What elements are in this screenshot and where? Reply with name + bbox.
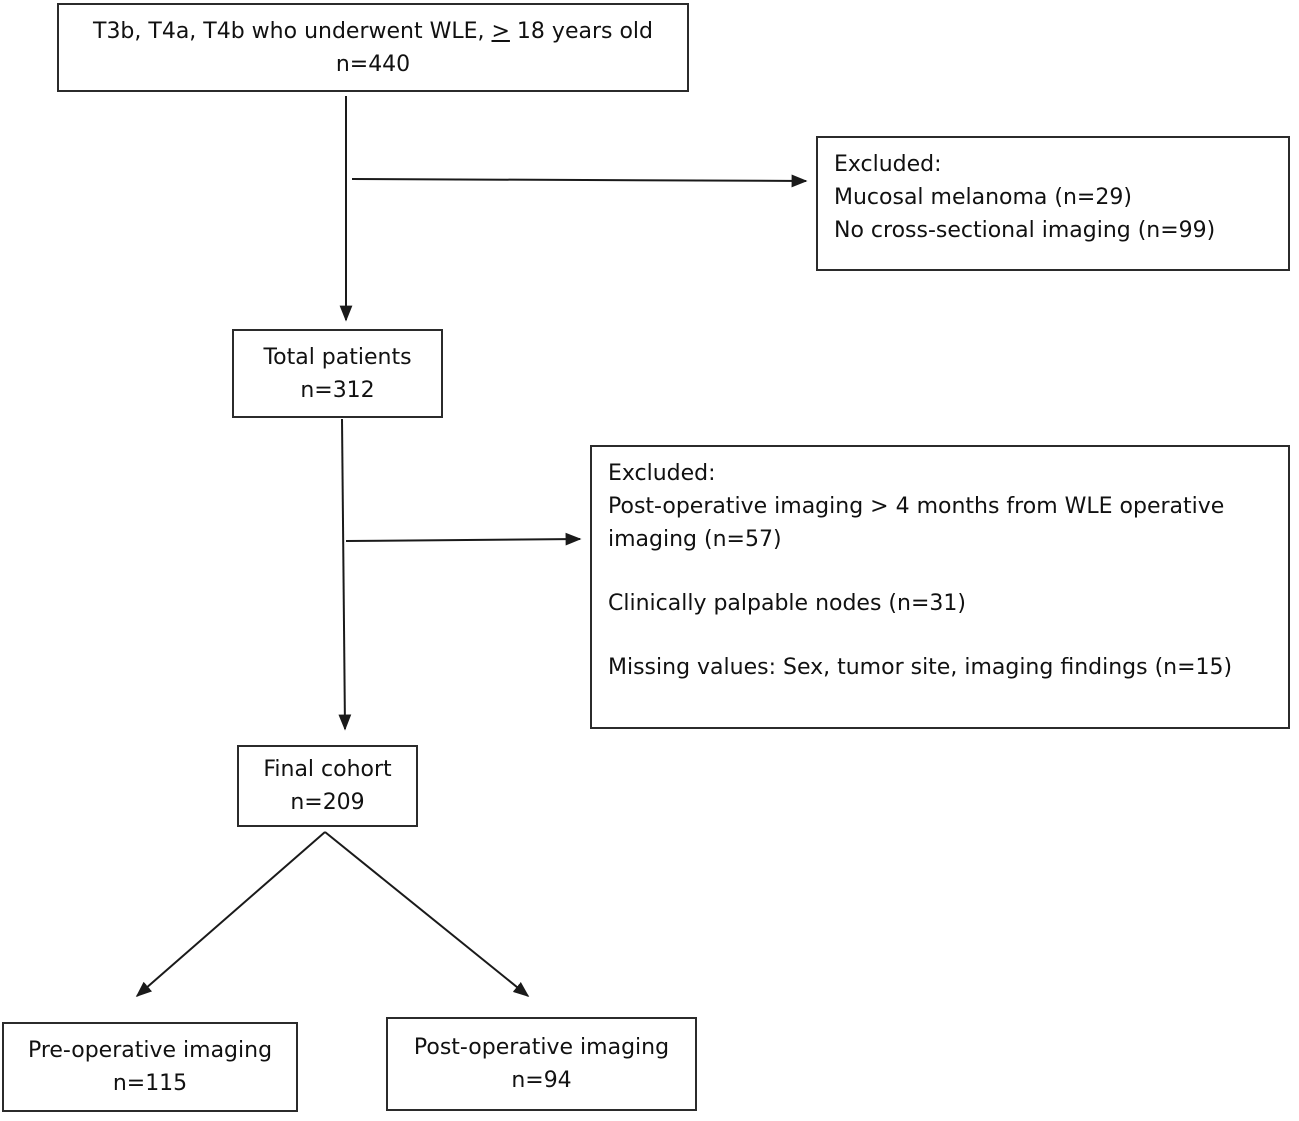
final-cohort-count: n=209	[290, 790, 365, 815]
arrow-total-to-final	[338, 418, 352, 731]
arrow-final-to-post	[324, 831, 530, 998]
total-patients-title: Total patients	[263, 344, 412, 370]
spacer	[608, 556, 1272, 587]
exclusion2-heading: Excluded:	[608, 461, 716, 486]
exclusion1-item-no-imaging: No cross-sectional imaging (n=99)	[834, 218, 1216, 243]
exclusion2-item-late-imaging-line1: Post-operative imaging > 4 months from W…	[608, 494, 1225, 519]
pre-operative-title: Pre-operative imaging	[27, 1038, 273, 1063]
total-patients-box: Total patients n=312	[232, 329, 443, 418]
pre-operative-box: Pre-operative imaging n=115	[2, 1022, 298, 1112]
post-operative-count: n=94	[511, 1068, 572, 1093]
post-operative-title: Post-operative imaging	[413, 1035, 670, 1060]
final-cohort-box: Final cohort n=209	[237, 745, 418, 827]
exclusion1-heading: Excluded:	[834, 152, 942, 177]
exclusion-box-2: Excluded: Post-operative imaging > 4 mon…	[590, 445, 1290, 729]
post-operative-box: Post-operative imaging n=94	[386, 1017, 697, 1111]
spacer	[608, 620, 1272, 651]
exclusion-box-1: Excluded: Mucosal melanoma (n=29) No cro…	[816, 136, 1290, 271]
start-count: n=440	[335, 51, 411, 77]
start-box: T3b, T4a, T4b who underwent WLE, > 18 ye…	[57, 3, 689, 92]
final-cohort-title: Final cohort	[263, 757, 392, 782]
arrow-to-exclusion1	[351, 174, 808, 188]
start-criteria-text: T3b, T4a, T4b who underwent WLE, > 18 ye…	[93, 15, 653, 48]
total-patients-count: n=312	[300, 377, 375, 403]
exclusion2-item-missing-values: Missing values: Sex, tumor site, imaging…	[608, 655, 1233, 680]
start-criteria-suffix: 18 years old	[509, 18, 653, 44]
exclusion2-item-late-imaging-line2: imaging (n=57)	[608, 527, 782, 552]
pre-operative-count: n=115	[112, 1071, 188, 1096]
start-criteria-prefix: T3b, T4a, T4b who underwent WLE,	[93, 18, 492, 44]
exclusion1-item-mucosal: Mucosal melanoma (n=29)	[834, 185, 1132, 210]
greater-equal-symbol: >	[491, 18, 510, 44]
arrow-to-exclusion2	[345, 532, 582, 546]
arrow-final-to-pre	[135, 831, 326, 998]
exclusion2-item-palpable-nodes: Clinically palpable nodes (n=31)	[608, 591, 966, 616]
